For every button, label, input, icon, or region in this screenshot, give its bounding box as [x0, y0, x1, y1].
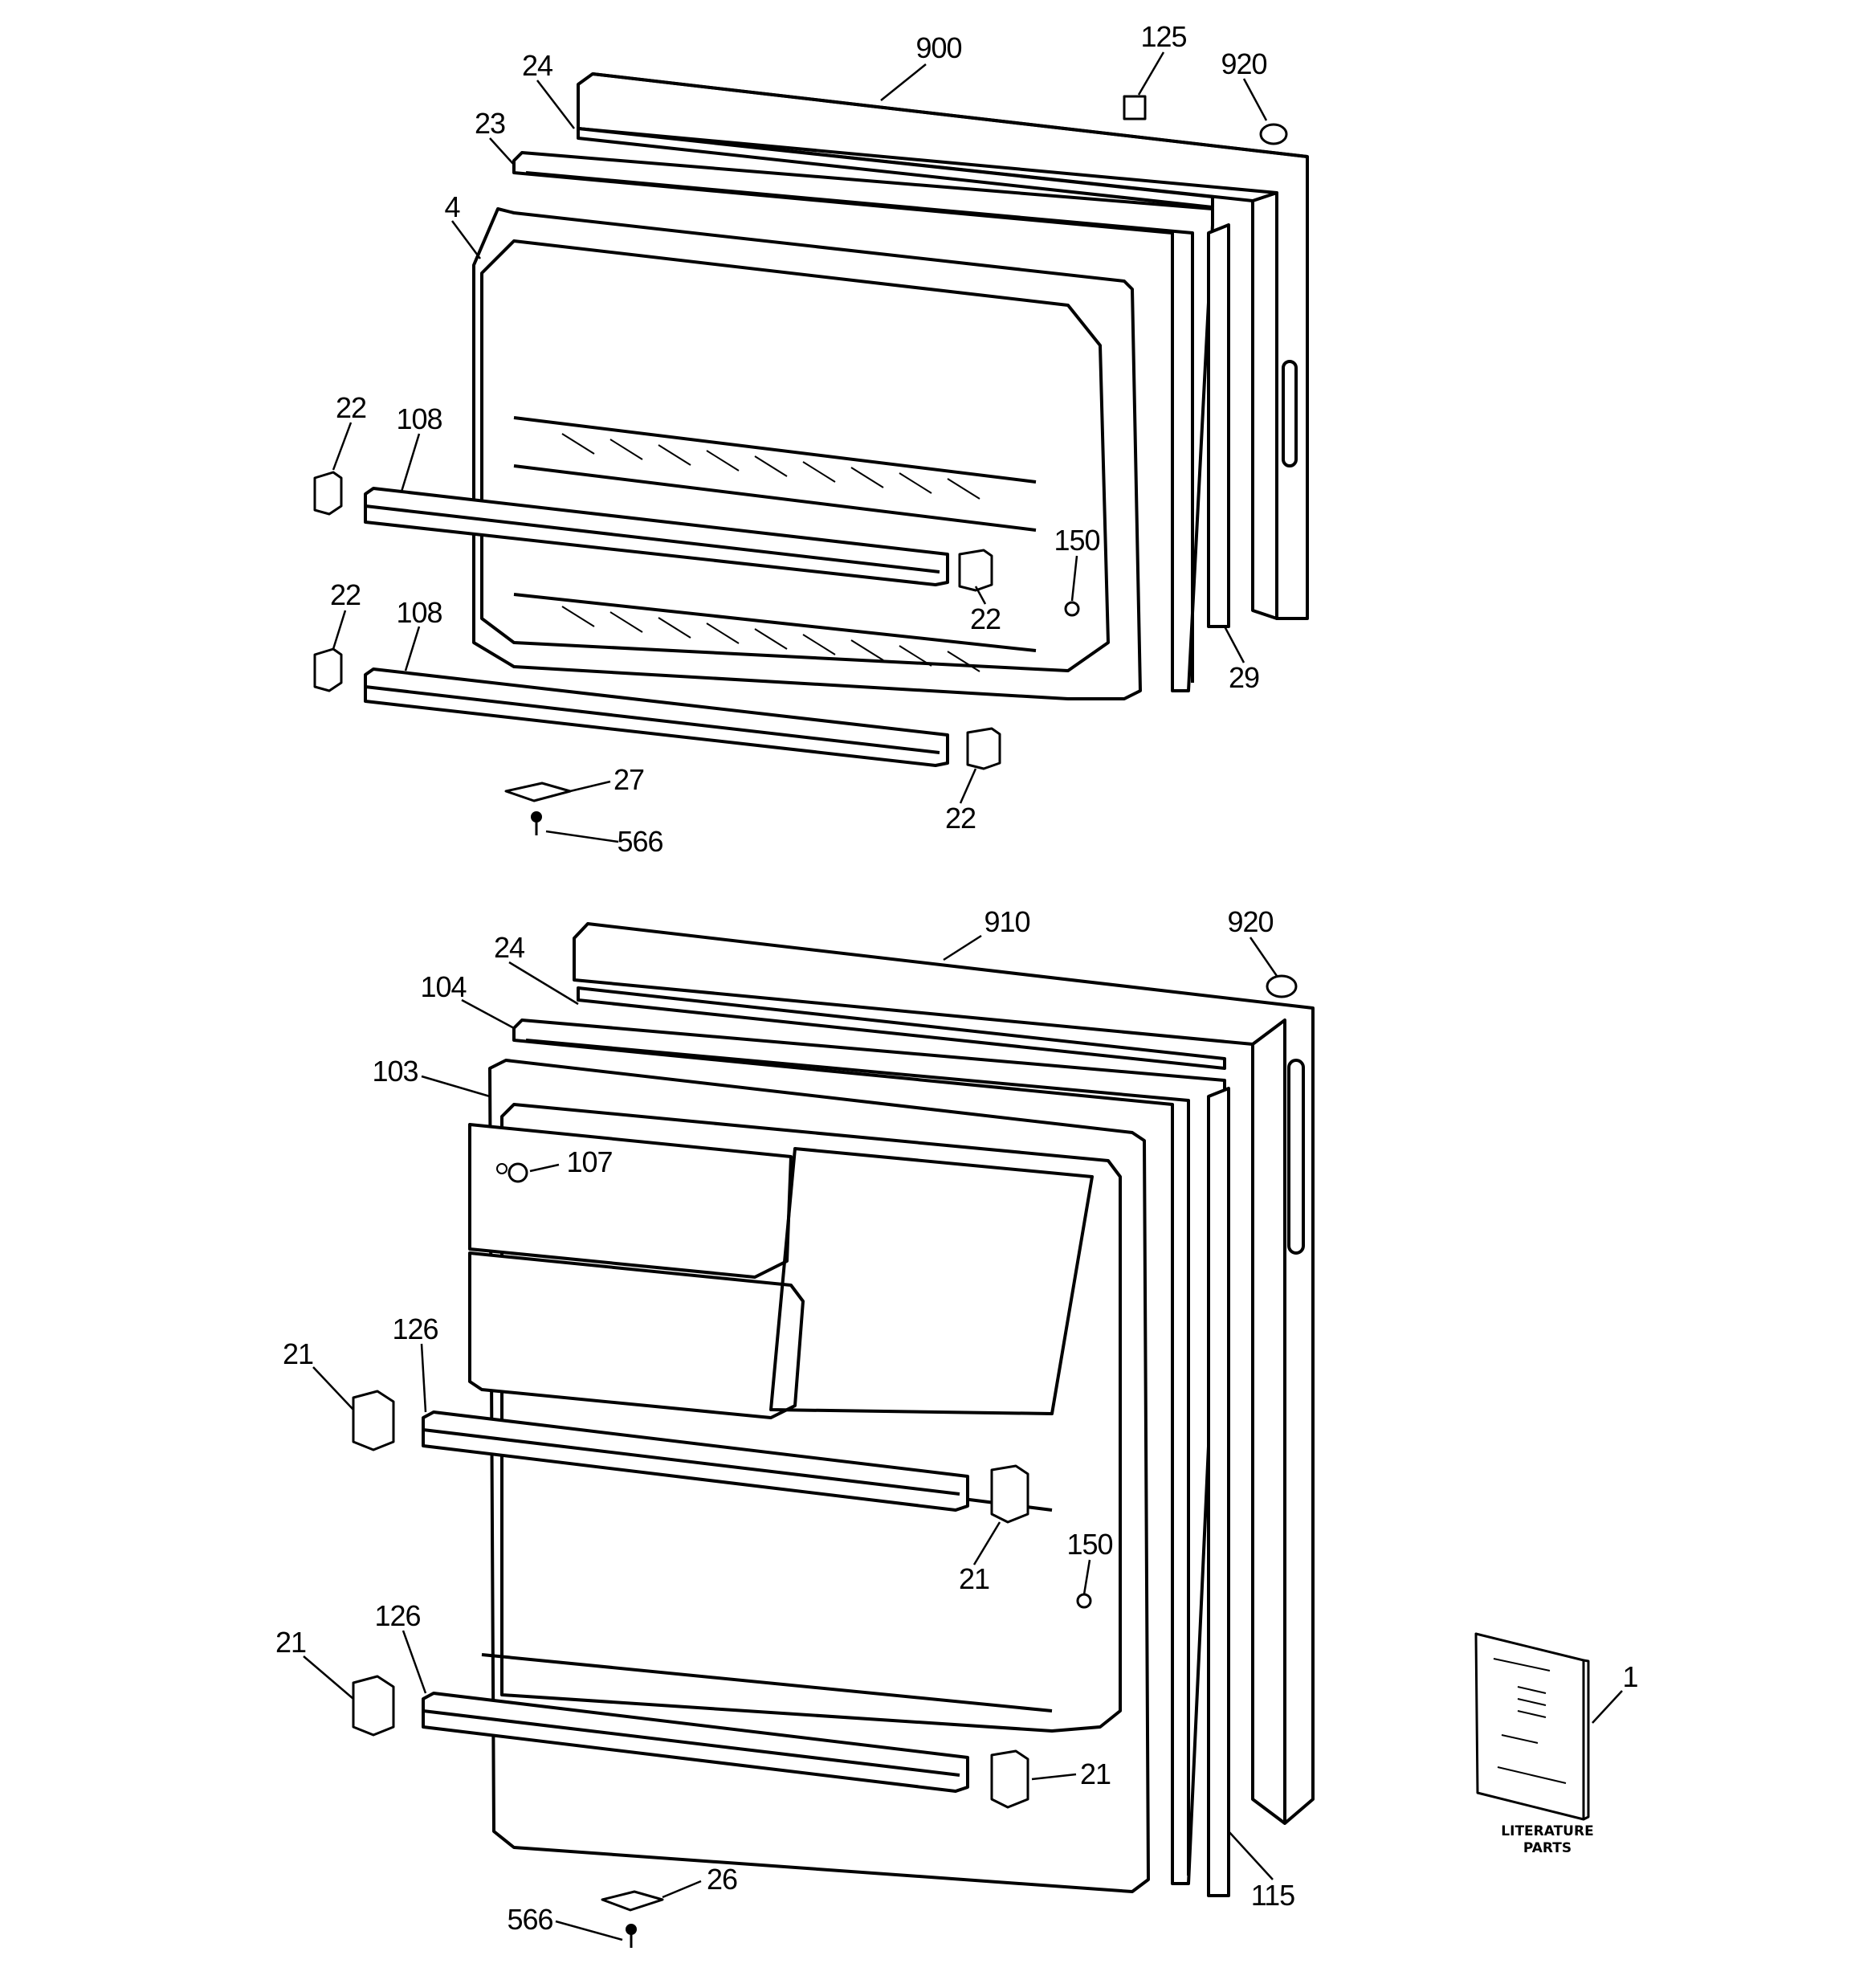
callout-label: 566	[507, 1903, 553, 1936]
callout-label: 108	[396, 596, 442, 629]
callout-label: 24	[493, 931, 525, 964]
callout-label: 21	[958, 1562, 990, 1595]
callout-label: 23	[474, 107, 506, 140]
callout-label: 22	[329, 578, 361, 611]
literature-caption-line1: LITERATURE	[1501, 1823, 1594, 1839]
callout-label: 150	[1066, 1528, 1113, 1561]
callout-label: 22	[969, 602, 1001, 635]
callout-label: 566	[617, 825, 663, 858]
callout-label: 125	[1140, 20, 1187, 53]
callout-label: 107	[566, 1145, 613, 1178]
callout-label: 104	[420, 970, 467, 1003]
callout-label: 920	[1227, 905, 1274, 938]
callout-label: 21	[282, 1337, 314, 1370]
callout-label: 24	[521, 49, 553, 82]
callout-label: 4	[444, 190, 460, 223]
literature-part-number: 1	[1622, 1660, 1638, 1693]
callout-label: 126	[392, 1312, 438, 1345]
callout-label: 21	[275, 1626, 307, 1659]
callout-label: 108	[396, 402, 442, 435]
bottom-door-assembly	[303, 922, 1315, 1948]
callout-label: 22	[335, 391, 367, 424]
callout-label: 21	[1079, 1757, 1111, 1790]
callout-label: 27	[613, 763, 645, 796]
callout-label: 29	[1228, 661, 1260, 694]
callout-label: 26	[706, 1863, 738, 1896]
literature-caption-line2: PARTS	[1523, 1840, 1572, 1857]
callout-label: 920	[1221, 47, 1267, 80]
callout-label: 103	[372, 1055, 418, 1088]
callout-label: 126	[374, 1599, 421, 1632]
literature-booklet	[1474, 1632, 1623, 1821]
callout-label: 22	[944, 802, 976, 835]
callout-label: 115	[1250, 1879, 1295, 1912]
callout-label: 150	[1054, 524, 1100, 557]
callout-label: 910	[984, 905, 1030, 938]
top-door-assembly	[313, 51, 1309, 843]
literature-caption: LITERATURE PARTS	[1501, 1823, 1593, 1858]
callout-label: 900	[915, 31, 962, 64]
